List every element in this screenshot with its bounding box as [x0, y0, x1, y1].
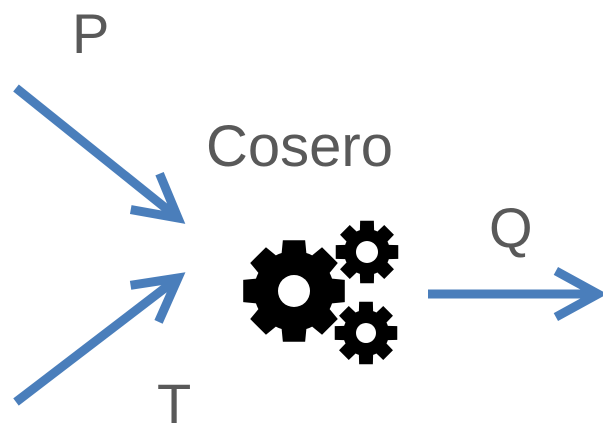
large-gear-icon: [243, 240, 345, 342]
input-label-t: T: [157, 372, 192, 435]
output-label-q: Q: [489, 196, 533, 259]
gears-icon: [243, 220, 399, 365]
process-title: Cosero: [206, 114, 393, 179]
small-gear-top-icon: [335, 220, 399, 284]
output-arrow-q: [428, 267, 603, 321]
arrows-layer: [13, 84, 603, 406]
input-arrow-p: [13, 84, 186, 224]
input-arrow-t: [13, 272, 186, 406]
input-label-p: P: [72, 2, 110, 65]
small-gear-bottom-icon: [334, 301, 398, 365]
